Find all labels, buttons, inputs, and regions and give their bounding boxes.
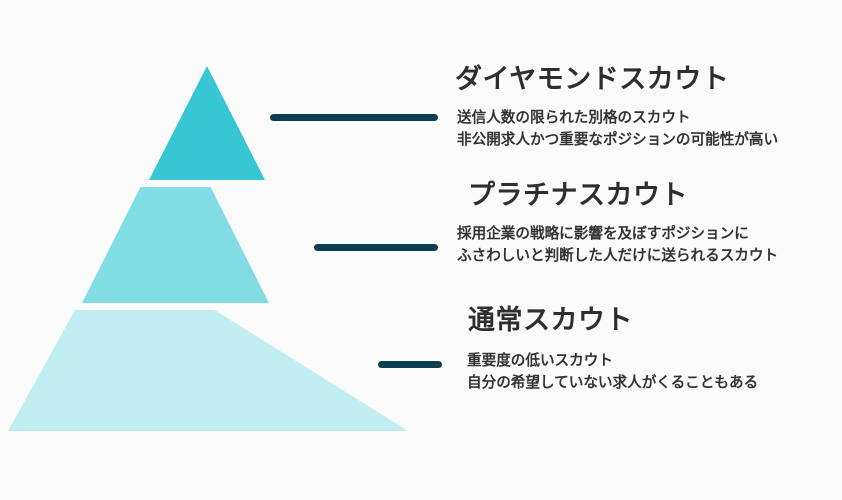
connector-line-tier-3 [378, 361, 442, 368]
pyramid-tier-top [149, 66, 265, 180]
tier-description-1-line-1: 送信人数の限られた別格のスカウト [457, 109, 691, 127]
pyramid-tier-bottom [8, 310, 408, 431]
tier-description-3: 重要度の低いスカウト 自分の希望していない求人がくることもある [467, 350, 842, 394]
tier-text-block-3: 通常スカウト 重要度の低いスカウト 自分の希望していない求人がくることもある [450, 305, 842, 394]
tier-description-3-line-2: 自分の希望していない求人がくることもある [467, 374, 759, 392]
tier-heading-3: 通常スカウト [468, 305, 633, 336]
tier-heading-2: プラチナスカウト [468, 180, 688, 211]
tier-text-block-2: プラチナスカウト 採用企業の戦略に影響を及ぼすポジションに ふさわしいと判断した… [450, 180, 842, 267]
tier-heading-1: ダイヤモンドスカウト [455, 64, 730, 95]
connector-line-tier-2 [314, 244, 438, 251]
pyramid-tier-middle [82, 187, 269, 303]
tier-text-block-1: ダイヤモンドスカウト 送信人数の限られた別格のスカウト 非公開求人かつ重要なポジ… [450, 64, 842, 151]
tier-description-2: 採用企業の戦略に影響を及ぼすポジションに ふさわしいと判断した人だけに送られるス… [457, 223, 842, 267]
tier-description-1: 送信人数の限られた別格のスカウト 非公開求人かつ重要なポジションの可能性が高い [457, 107, 842, 151]
tier-description-2-line-2: ふさわしいと判断した人だけに送られるスカウト [457, 247, 779, 265]
connector-line-tier-1 [270, 114, 438, 121]
tier-description-1-line-2: 非公開求人かつ重要なポジションの可能性が高い [457, 131, 779, 149]
pyramid-diagram [8, 66, 408, 431]
tier-description-3-line-1: 重要度の低いスカウト [467, 352, 613, 370]
tier-description-2-line-1: 採用企業の戦略に影響を及ぼすポジションに [457, 225, 749, 243]
